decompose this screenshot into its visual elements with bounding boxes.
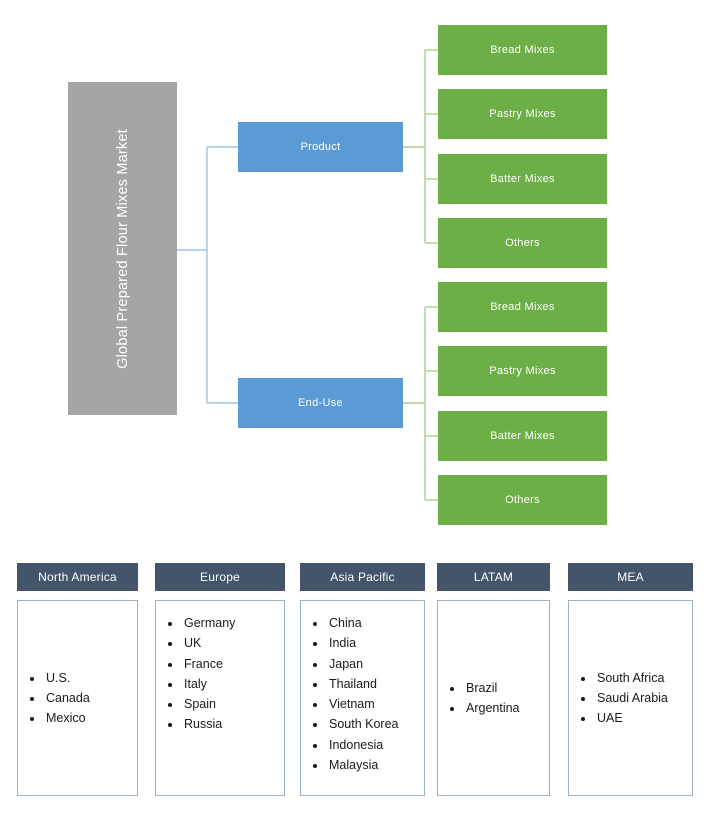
region-country-list-north-america: U.S. Canada Mexico	[18, 668, 137, 729]
list-item: Mexico	[44, 708, 137, 728]
leaf-box-product-bread-mixes[interactable]: Bread Mixes	[438, 25, 607, 75]
leaf-box-product-batter-mixes[interactable]: Batter Mixes	[438, 154, 607, 204]
green-connector-group-product	[403, 49, 438, 244]
leaf-label: Batter Mixes	[490, 173, 555, 185]
list-item: France	[182, 654, 284, 674]
leaf-label: Pastry Mixes	[489, 365, 556, 377]
region-column-latam: LATAM Brazil Argentina	[437, 563, 550, 796]
leaf-label: Others	[505, 494, 540, 506]
region-body-latam: Brazil Argentina	[437, 600, 550, 796]
list-item: South Korea	[327, 714, 424, 734]
list-item: Saudi Arabia	[595, 688, 692, 708]
category-label-end-use: End-Use	[298, 397, 343, 409]
blue-connector-group	[177, 146, 238, 404]
region-header-europe: Europe	[155, 563, 285, 591]
leaf-label: Bread Mixes	[490, 44, 555, 56]
leaf-box-enduse-bread-mixes[interactable]: Bread Mixes	[438, 282, 607, 332]
leaf-box-enduse-others[interactable]: Others	[438, 475, 607, 525]
list-item: Thailand	[327, 674, 424, 694]
list-item: Spain	[182, 694, 284, 714]
list-item: Canada	[44, 688, 137, 708]
list-item: UK	[182, 633, 284, 653]
list-item: Vietnam	[327, 694, 424, 714]
region-header-north-america: North America	[17, 563, 138, 591]
leaf-box-enduse-batter-mixes[interactable]: Batter Mixes	[438, 411, 607, 461]
list-item: Japan	[327, 654, 424, 674]
leaf-label: Bread Mixes	[490, 301, 555, 313]
list-item: India	[327, 633, 424, 653]
region-country-list-europe: Germany UK France Italy Spain Russia	[156, 613, 284, 735]
leaf-box-product-others[interactable]: Others	[438, 218, 607, 268]
leaf-label: Batter Mixes	[490, 430, 555, 442]
list-item: Russia	[182, 714, 284, 734]
region-body-europe: Germany UK France Italy Spain Russia	[155, 600, 285, 796]
category-box-end-use[interactable]: End-Use	[238, 378, 403, 428]
region-column-mea: MEA South Africa Saudi Arabia UAE	[568, 563, 693, 796]
region-body-mea: South Africa Saudi Arabia UAE	[568, 600, 693, 796]
list-item: Argentina	[464, 698, 549, 718]
region-column-europe: Europe Germany UK France Italy Spain Rus…	[155, 563, 285, 796]
list-item: Italy	[182, 674, 284, 694]
region-body-north-america: U.S. Canada Mexico	[17, 600, 138, 796]
list-item: Malaysia	[327, 755, 424, 775]
region-column-asia-pacific: Asia Pacific China India Japan Thailand …	[300, 563, 425, 796]
region-body-asia-pacific: China India Japan Thailand Vietnam South…	[300, 600, 425, 796]
leaf-label: Others	[505, 237, 540, 249]
list-item: U.S.	[44, 668, 137, 688]
list-item: China	[327, 613, 424, 633]
list-item: UAE	[595, 708, 692, 728]
green-connector-group-enduse	[403, 306, 438, 501]
list-item: South Africa	[595, 668, 692, 688]
list-item: Brazil	[464, 678, 549, 698]
market-title-box: Global Prepared Flour Mixes Market	[68, 82, 177, 415]
category-box-product[interactable]: Product	[238, 122, 403, 172]
region-country-list-mea: South Africa Saudi Arabia UAE	[569, 668, 692, 729]
leaf-box-enduse-pastry-mixes[interactable]: Pastry Mixes	[438, 346, 607, 396]
leaf-box-product-pastry-mixes[interactable]: Pastry Mixes	[438, 89, 607, 139]
region-header-mea: MEA	[568, 563, 693, 591]
region-column-north-america: North America U.S. Canada Mexico	[17, 563, 138, 796]
category-label-product: Product	[300, 141, 341, 153]
leaf-label: Pastry Mixes	[489, 108, 556, 120]
list-item: Germany	[182, 613, 284, 633]
region-header-latam: LATAM	[437, 563, 550, 591]
market-title-label: Global Prepared Flour Mixes Market	[114, 128, 131, 369]
region-country-list-latam: Brazil Argentina	[438, 678, 549, 719]
list-item: Indonesia	[327, 735, 424, 755]
region-country-list-asia-pacific: China India Japan Thailand Vietnam South…	[301, 613, 424, 775]
region-header-asia-pacific: Asia Pacific	[300, 563, 425, 591]
